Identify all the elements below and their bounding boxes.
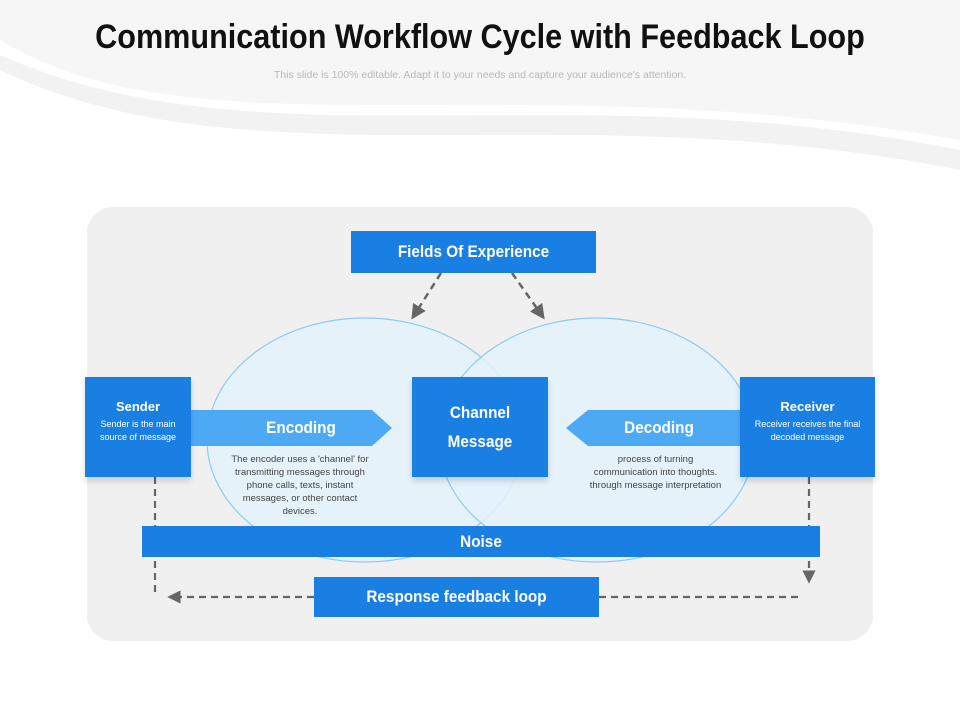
decoding-arrow (566, 410, 740, 446)
encoding-description: The encoder uses a 'channel' for transmi… (231, 454, 369, 517)
foe-arrow-left (411, 272, 443, 320)
noise-label: Noise (460, 532, 502, 551)
decoding-description: process of turning communication into th… (589, 454, 722, 491)
channel-message-box: Channel Message (412, 377, 548, 477)
decoding-label: Decoding (624, 418, 694, 437)
receiver-description: Receiver receives the final decoded mess… (754, 419, 861, 442)
encoding-arrow (191, 410, 392, 446)
receiver-title: Receiver (780, 399, 835, 414)
response-feedback-loop-label: Response feedback loop (366, 587, 547, 606)
receiver-box: Receiver Receiver receives the final dec… (740, 377, 875, 477)
fields-of-experience-label: Fields Of Experience (397, 242, 550, 261)
fields-of-experience-box: Fields Of Experience (351, 231, 596, 273)
sender-box: Sender Sender is the main source of mess… (85, 377, 191, 477)
channel-label: Channel (449, 403, 511, 422)
sender-description: Sender is the main source of message (99, 419, 177, 442)
background-swoosh (0, 0, 960, 170)
page-title: Communication Workflow Cycle with Feedba… (95, 18, 865, 56)
foe-arrow-right (510, 272, 545, 320)
encoding-label: Encoding (266, 418, 336, 437)
sender-title: Sender (115, 399, 161, 414)
page-subtitle: This slide is 100% editable. Adapt it to… (273, 69, 687, 81)
noise-bar: Noise (142, 526, 820, 557)
message-label: Message (447, 432, 513, 451)
response-feedback-loop-box: Response feedback loop (314, 577, 599, 617)
